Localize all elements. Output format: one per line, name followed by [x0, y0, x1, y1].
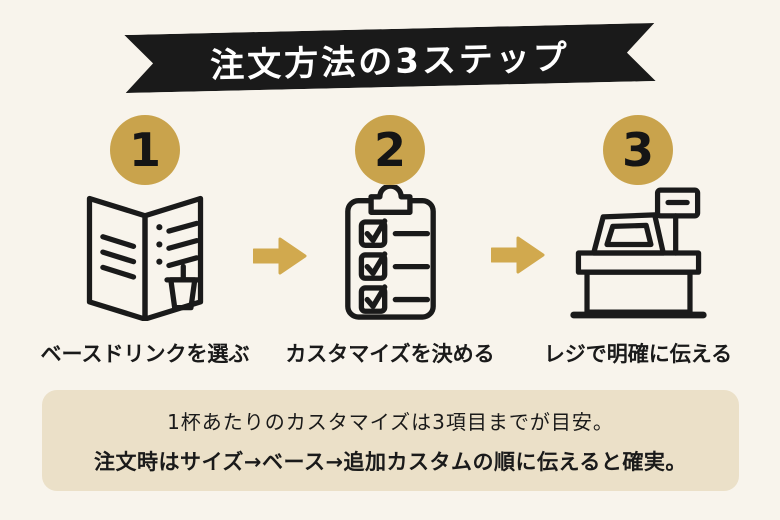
- step-2-label: カスタマイズを決める: [285, 342, 495, 366]
- step-1-number-badge: 1: [110, 115, 180, 185]
- cash-register-icon: [567, 185, 710, 323]
- step-2-number-badge: 2: [355, 115, 425, 185]
- ribbon-banner-shape: [124, 22, 656, 94]
- note-line-1: 1杯あたりのカスタマイズは3項目までが目安。: [167, 409, 614, 434]
- right-arrow-icon: [490, 236, 545, 274]
- note-line-2: 注文時はサイズ→ベース→追加カスタムの順に伝えると確実。: [94, 449, 687, 474]
- right-arrow-icon: [252, 237, 307, 275]
- step-column-3: 3 レジで明確に伝える: [533, 115, 743, 368]
- step-column-2: 2 カスタマイズを決める: [285, 115, 495, 368]
- step-3-number-badge: 3: [603, 115, 673, 185]
- step-column-1: 1 ベースドリンクを選ぶ: [40, 115, 250, 368]
- checklist-clipboard-icon: [342, 185, 439, 323]
- step-3-label: レジで明確に伝える: [543, 342, 733, 366]
- title-ribbon: 注文方法の3ステップ: [124, 22, 656, 94]
- note-box: 1杯あたりのカスタマイズは3項目までが目安。 注文時はサイズ→ベース→追加カスタ…: [42, 390, 739, 491]
- page-title: 注文方法の3ステップ: [209, 37, 571, 86]
- step-1-label: ベースドリンクを選ぶ: [40, 342, 250, 366]
- menu-book-icon: [78, 185, 212, 323]
